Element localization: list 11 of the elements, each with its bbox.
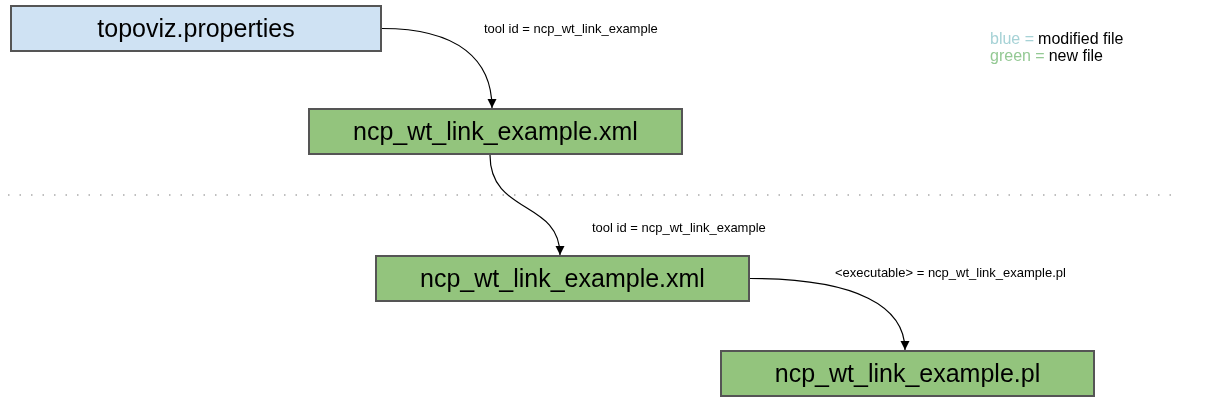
arrow	[381, 27, 496, 109]
file-box: topoviz.properties	[10, 5, 382, 52]
file-box: ncp_wt_link_example.xml	[308, 108, 683, 155]
legend-text: modified file	[1038, 30, 1124, 47]
arrow	[749, 277, 909, 351]
file-box: ncp_wt_link_example.xml	[375, 255, 750, 302]
legend-key-text: green =	[990, 47, 1045, 64]
legend-key-text: blue =	[990, 30, 1035, 47]
arrow	[489, 154, 564, 256]
legend-text: new file	[1048, 47, 1103, 64]
file-box: ncp_wt_link_example.pl	[720, 350, 1095, 397]
